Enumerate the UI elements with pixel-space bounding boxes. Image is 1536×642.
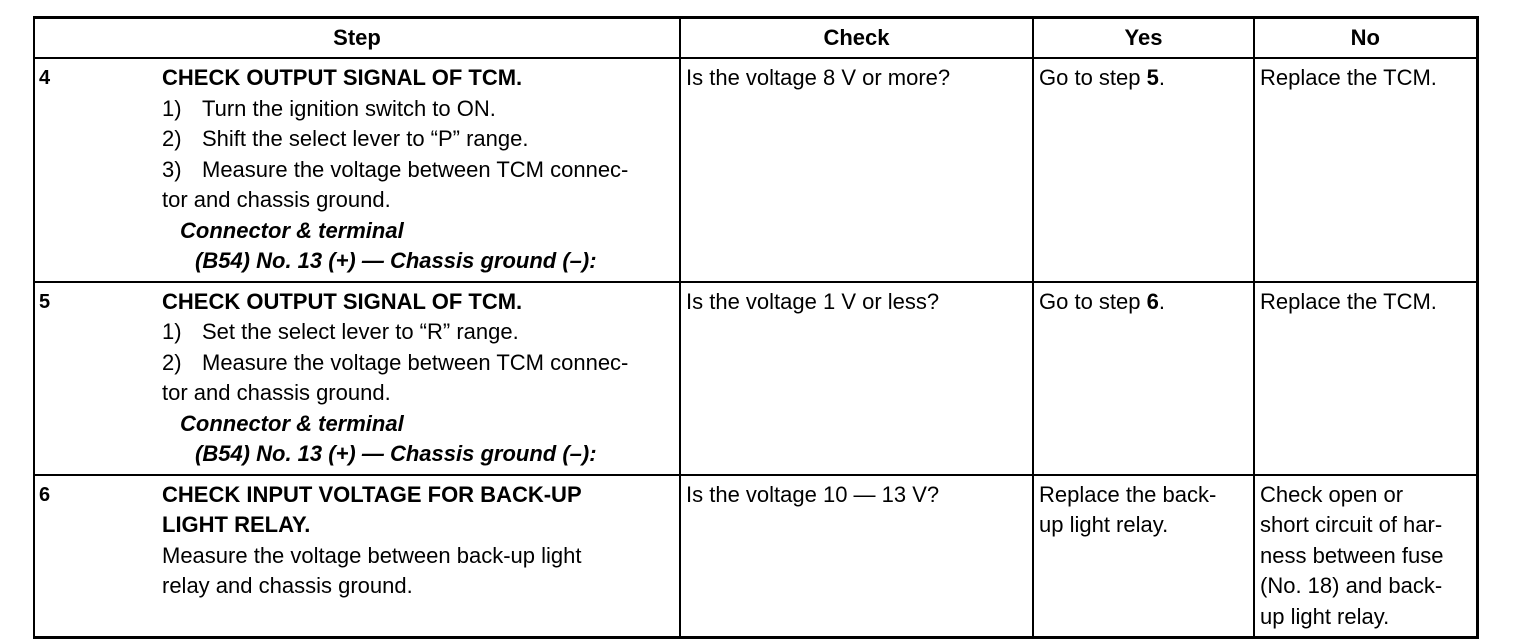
header-step: Step (33, 16, 681, 59)
no-cell: Replace the TCM. (1253, 280, 1479, 476)
step-body: CHECK OUTPUT SIGNAL OF TCM. 1)Turn the i… (162, 63, 675, 277)
yes-cell: Go to step 5. (1032, 57, 1255, 283)
check-cell: Is the voltage 8 V or more? (679, 57, 1034, 283)
table-row: 5 CHECK OUTPUT SIGNAL OF TCM. 1)Set the … (33, 280, 1479, 476)
check-cell: Is the voltage 1 V or less? (679, 280, 1034, 476)
yes-cell: Replace the back- up light relay. (1032, 473, 1255, 639)
step-item: 2)Measure the voltage between TCM connec… (162, 349, 629, 375)
table-header-row: Step Check Yes No (33, 16, 1479, 59)
yes-step-link: 6 (1146, 288, 1159, 314)
step-cell: 5 CHECK OUTPUT SIGNAL OF TCM. 1)Set the … (33, 280, 681, 476)
diagnostic-table-container: Step Check Yes No 4 CHECK OUTPUT SIGNAL … (33, 16, 1479, 639)
no-cell: Replace the TCM. (1253, 57, 1479, 283)
step-item: 1)Set the select lever to “R” range. (162, 319, 519, 344)
step-title: CHECK OUTPUT SIGNAL OF TCM. (162, 288, 523, 314)
step-description-line: relay and chassis ground. (162, 573, 413, 598)
table-row: 6 CHECK INPUT VOLTAGE FOR BACK-UP LIGHT … (33, 473, 1479, 639)
yes-cell: Go to step 6. (1032, 280, 1255, 476)
header-yes: Yes (1032, 16, 1255, 59)
step-title: CHECK OUTPUT SIGNAL OF TCM. (162, 65, 523, 90)
step-number: 4 (39, 67, 51, 89)
check-cell: Is the voltage 10 — 13 V? (679, 473, 1034, 639)
step-item-continuation: tor and chassis ground. (162, 187, 391, 212)
step-item: 3)Measure the voltage between TCM connec… (162, 156, 629, 182)
step-item: 1)Turn the ignition switch to ON. (162, 95, 496, 121)
table-row: 4 CHECK OUTPUT SIGNAL OF TCM. 1)Turn the… (33, 57, 1479, 283)
step-title-line: CHECK INPUT VOLTAGE FOR BACK-UP (162, 481, 582, 507)
header-no: No (1253, 16, 1479, 59)
step-item-continuation: tor and chassis ground. (162, 380, 391, 405)
step-number: 6 (39, 483, 51, 506)
header-check: Check (679, 16, 1034, 59)
step-cell: 6 CHECK INPUT VOLTAGE FOR BACK-UP LIGHT … (33, 473, 681, 639)
step-body: CHECK INPUT VOLTAGE FOR BACK-UP LIGHT RE… (162, 480, 675, 602)
yes-step-link: 5 (1146, 65, 1159, 90)
step-body: CHECK OUTPUT SIGNAL OF TCM. 1)Set the se… (162, 287, 675, 470)
step-title-line: LIGHT RELAY. (162, 512, 311, 537)
connector-value: (B54) No. 13 (+) — Chassis ground (–): (195, 441, 597, 466)
step-item: 2)Shift the select lever to “P” range. (162, 126, 529, 151)
step-description-line: Measure the voltage between back-up ligh… (162, 542, 582, 568)
step-number: 5 (39, 290, 51, 313)
connector-value: (B54) No. 13 (+) — Chassis ground (–): (195, 248, 597, 273)
no-cell: Check open or short circuit of har- ness… (1253, 473, 1479, 639)
connector-label: Connector & terminal (180, 410, 404, 436)
connector-label: Connector & terminal (180, 217, 404, 243)
diagnostic-table: Step Check Yes No 4 CHECK OUTPUT SIGNAL … (33, 16, 1479, 639)
step-cell: 4 CHECK OUTPUT SIGNAL OF TCM. 1)Turn the… (33, 57, 681, 283)
